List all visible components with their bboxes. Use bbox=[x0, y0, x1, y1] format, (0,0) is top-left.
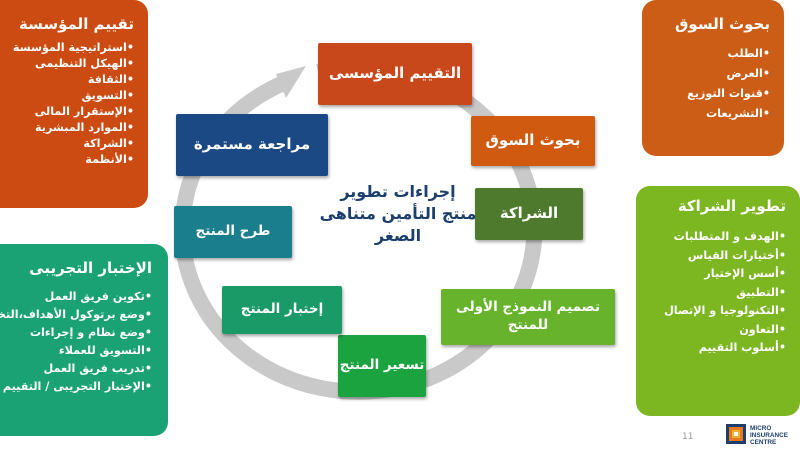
panel-pilot-testing: الإختبار التجريبى •تكوين فريق العمل •وضع… bbox=[0, 244, 168, 436]
list-item: •قنوات التوزيع bbox=[687, 87, 770, 100]
panel-market-research: بحوث السوق •الطلب •العرض •قنوات التوزيع … bbox=[642, 0, 784, 156]
list-item: •الأنظمة bbox=[85, 153, 134, 166]
center-title-line: الصغر bbox=[374, 226, 422, 245]
list-item: •الإستقرار المالى bbox=[34, 105, 134, 118]
step-label: التقييم المؤسسى bbox=[328, 64, 462, 83]
panel-pilot-list: •تكوين فريق العمل •وضع برتوكول الأهداف،ا… bbox=[0, 288, 152, 396]
list-item: •أسلوب التقييم bbox=[698, 341, 786, 354]
step-label: مراجعة مستمرة bbox=[193, 135, 311, 154]
step-label: تسعير المنتج bbox=[339, 357, 425, 374]
cycle-center-title: إجراءات تطوير منتج التأمين متناهى الصغر bbox=[300, 181, 496, 247]
center-title-line: إجراءات تطوير bbox=[340, 182, 456, 201]
list-item: •الإختبار التجريبى / التقييم bbox=[2, 380, 152, 393]
step-label: بحوث السوق bbox=[485, 131, 581, 150]
logo-line: Insurance bbox=[750, 432, 788, 439]
micro-insurance-centre-logo: Micro Insurance Centre bbox=[726, 424, 800, 446]
list-item: •الهدف و المتطلبات bbox=[673, 230, 786, 243]
list-item: •الموارد المبشرية bbox=[34, 121, 134, 134]
list-item: •تكوين فريق العمل bbox=[44, 290, 152, 303]
list-item: •العرض bbox=[726, 67, 770, 80]
list-item: •التسويق للعملاء bbox=[58, 344, 152, 357]
logo-line: Centre bbox=[750, 439, 777, 446]
panel-institutional-title: تقييم المؤسسة bbox=[18, 15, 134, 33]
list-item: •التسويق bbox=[81, 89, 134, 102]
logo-wordmark: Micro Insurance Centre bbox=[750, 425, 800, 446]
step-label: طرح المنتج bbox=[195, 223, 271, 240]
step-institutional-assessment: التقييم المؤسسى bbox=[318, 43, 472, 105]
list-item: •تدريب فريق العمل bbox=[43, 362, 153, 375]
step-continuous-review: مراجعة مستمرة bbox=[176, 114, 328, 176]
list-item: •الثقافة bbox=[87, 73, 134, 86]
logo-mark-icon bbox=[726, 424, 746, 444]
panel-pilot-title: الإختبار التجريبى bbox=[29, 259, 152, 277]
list-item: •التعاون bbox=[739, 322, 786, 336]
step-market-research: بحوث السوق bbox=[471, 116, 595, 166]
center-title-line: منتج التأمين متناهى bbox=[319, 204, 477, 223]
page-number: 11 bbox=[682, 432, 694, 442]
step-label: تصميم النموذج الأولى للمنتج bbox=[455, 299, 601, 333]
step-label: إختبار المنتج bbox=[240, 301, 324, 318]
panel-market-list: •الطلب •العرض •قنوات التوزيع •التشريعات bbox=[650, 44, 770, 124]
panel-partnership-title: تطوير الشراكة bbox=[677, 197, 786, 215]
panel-institutional-list: •استراتيجية المؤسسة •الهيكل التنظيمى •ال… bbox=[0, 40, 134, 168]
step-product-testing: إختبار المنتج bbox=[222, 286, 342, 334]
step-prototype-design: تصميم النموذج الأولى للمنتج bbox=[441, 289, 615, 345]
list-item: •التطبيق bbox=[736, 285, 786, 299]
list-item: •الهيكل التنظيمى bbox=[35, 57, 134, 70]
list-item: •وضع نظام و إجراءات bbox=[29, 326, 152, 339]
cycle-ring-arrowhead bbox=[276, 66, 306, 98]
list-item: •الطلب bbox=[727, 47, 771, 60]
step-product-pricing: تسعير المنتج bbox=[338, 335, 426, 397]
list-item: •الشراكة bbox=[83, 137, 134, 150]
step-partnership: الشراكة bbox=[475, 188, 583, 240]
step-product-launch: طرح المنتج bbox=[174, 206, 292, 258]
logo-line: Micro bbox=[750, 425, 772, 432]
panel-partnership-list: •الهدف و المتطلبات •أختيارات القياس •أسس… bbox=[644, 228, 786, 358]
panel-institutional-assessment: تقييم المؤسسة •استراتيجية المؤسسة •الهيك… bbox=[0, 0, 148, 208]
panel-market-title: بحوث السوق bbox=[675, 15, 770, 33]
step-label: الشراكة bbox=[499, 204, 559, 223]
list-item: •أسس الإختيار bbox=[704, 267, 786, 280]
list-item: •استراتيجية المؤسسة bbox=[12, 41, 134, 54]
list-item: •التكنولوجيا و الإتصال bbox=[664, 304, 786, 317]
panel-partnership-development: تطوير الشراكة •الهدف و المتطلبات •أختيار… bbox=[636, 186, 800, 416]
list-item: •التشريعات bbox=[705, 107, 770, 120]
list-item: •أختيارات القياس bbox=[687, 248, 786, 262]
list-item: •وضع برتوكول الأهداف،التخطيط bbox=[0, 308, 152, 321]
